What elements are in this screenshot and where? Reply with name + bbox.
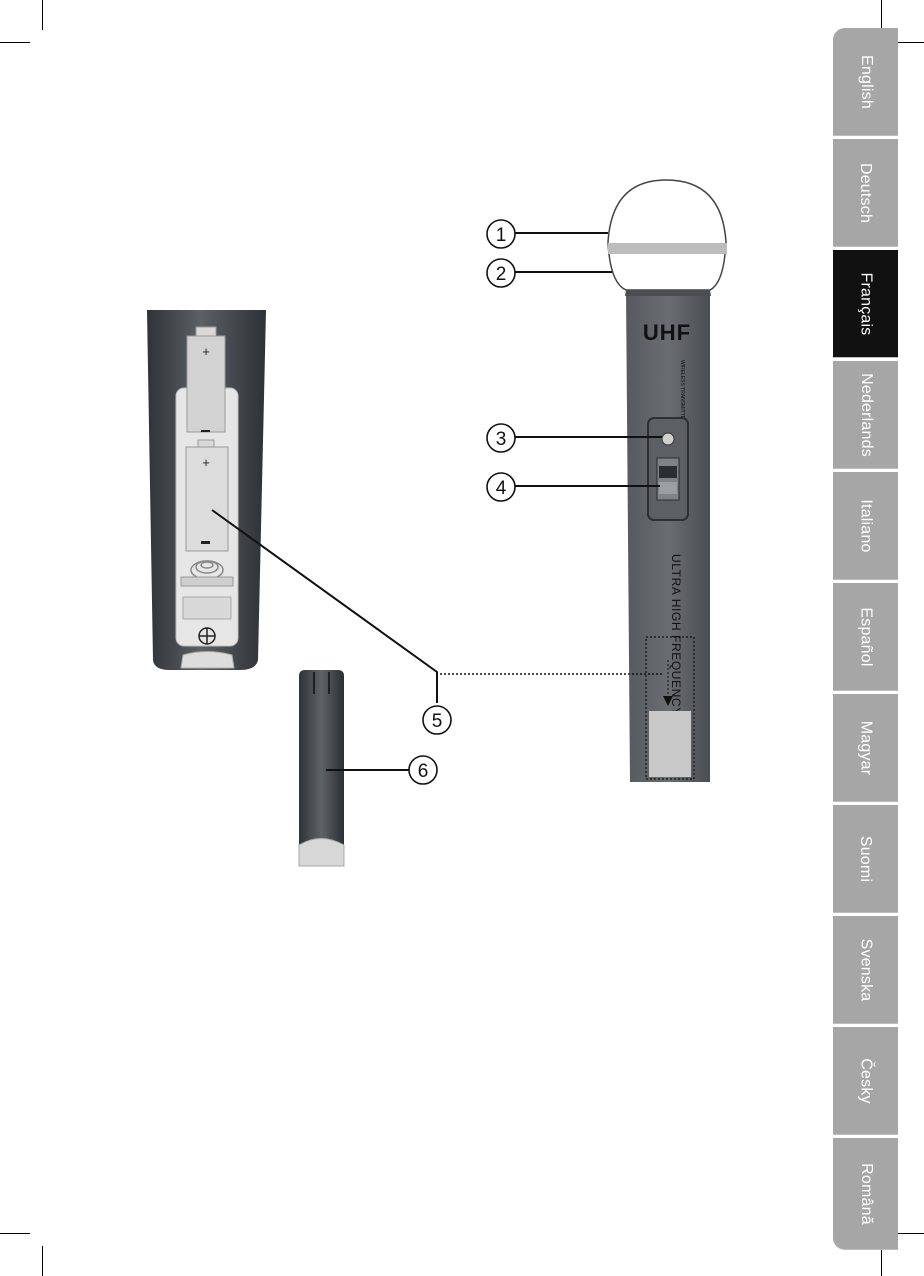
tab-label: Suomi — [856, 835, 874, 881]
power-led-icon — [662, 433, 674, 445]
microphone: UHF WIRELESS TRANSMITTER ULTRA HIGH FREQ… — [608, 180, 727, 782]
tab-english[interactable]: English — [833, 28, 898, 136]
tab-italiano[interactable]: Italiano — [833, 472, 898, 580]
battery-cover — [299, 670, 344, 866]
callout-1-label: 1 — [496, 225, 507, 246]
tab-label: Deutsch — [856, 162, 874, 222]
tab-nederlands[interactable]: Nederlands — [833, 361, 898, 469]
callout-numbers: 1 2 3 4 5 6 — [409, 220, 515, 784]
language-sidebar: English Deutsch Français Nederlands Ital… — [833, 28, 898, 1250]
tab-espanol[interactable]: Español — [833, 583, 898, 691]
tab-cesky[interactable]: Česky — [833, 1027, 898, 1135]
callout-5-label: 5 — [432, 711, 443, 732]
tab-romana[interactable]: Română — [833, 1138, 898, 1250]
svg-text:+: + — [202, 455, 210, 470]
tab-francais[interactable]: Français — [833, 250, 898, 358]
callout-4-label: 4 — [496, 478, 507, 499]
tab-label: English — [856, 55, 874, 109]
tab-svenska[interactable]: Svenska — [833, 916, 898, 1024]
tab-suomi[interactable]: Suomi — [833, 805, 898, 913]
tab-label: Italiano — [856, 499, 874, 552]
tab-magyar[interactable]: Magyar — [833, 694, 898, 802]
transmitter-text: WIRELESS TRANSMITTER — [679, 360, 685, 423]
callout-6-label: 6 — [418, 761, 429, 782]
leader-lines — [212, 233, 662, 770]
tab-label: Svenska — [857, 938, 875, 1001]
battery-plus-label: + — [202, 344, 210, 359]
band-text: ULTRA HIGH FREQUENCY — [669, 554, 683, 716]
tab-label: Español — [856, 607, 874, 666]
callout-3-label: 3 — [496, 429, 507, 450]
tab-label: Česky — [856, 1058, 874, 1103]
brand-label: UHF — [643, 320, 691, 345]
tab-label: Magyar — [857, 720, 875, 775]
power-switch — [659, 466, 677, 478]
callout-2-label: 2 — [496, 264, 507, 285]
tab-label: Română — [857, 1163, 875, 1225]
tab-deutsch[interactable]: Deutsch — [833, 139, 898, 247]
battery-compartment-view: + + — [147, 310, 266, 670]
tab-label: Nederlands — [857, 373, 875, 457]
tab-label: Français — [856, 272, 874, 335]
